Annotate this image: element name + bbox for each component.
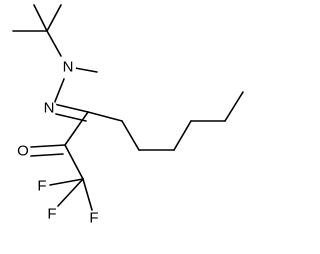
bond-hexyl-6 <box>224 91 244 122</box>
n-methyl-amine-label: N <box>63 59 74 76</box>
bond-tbu-methyl-upper-left <box>33 4 48 32</box>
bond-layer <box>12 4 244 211</box>
atom-label-layer: N N O F F F <box>15 59 101 227</box>
bond-c2-o-outer <box>30 144 66 148</box>
fluorine-bottom-left-halo <box>45 207 59 221</box>
fluorine-left-label: F <box>37 178 46 195</box>
bond-c3-c2 <box>64 111 89 146</box>
bond-hexyl-1 <box>87 111 123 122</box>
bond-c2-o-inner <box>30 153 64 157</box>
skeletal-structure: N N O F F F <box>12 4 244 227</box>
fluorine-left-halo <box>35 179 49 193</box>
n-imine-halo <box>41 100 57 116</box>
n-imine-label: N <box>44 100 55 117</box>
bond-n-n <box>53 78 65 105</box>
fluorine-bottom-right-label: F <box>89 210 98 227</box>
bond-amine-n-methyl <box>74 67 98 73</box>
fluorine-bottom-left-label: F <box>47 206 56 223</box>
bond-imine-n-c-double <box>55 113 87 122</box>
bond-cf3-f-left <box>49 178 84 186</box>
bond-hexyl-4 <box>173 120 192 151</box>
bond-tbu-quaternary-to-n <box>46 30 62 57</box>
carbonyl-oxygen-label: O <box>17 143 29 160</box>
n-methyl-amine-halo <box>60 59 76 75</box>
bond-tbu-methyl-upper-right <box>46 4 62 32</box>
bond-cf3-f-bottom-right <box>82 178 93 211</box>
bond-hexyl-2 <box>121 120 140 151</box>
bond-cf3-f-bottom-left <box>57 178 84 207</box>
carbonyl-oxygen-halo <box>15 143 31 159</box>
fluorine-bottom-right-halo <box>87 211 101 225</box>
molecule-canvas: N N O F F F <box>12 4 244 227</box>
bond-imine-n-c-single <box>53 103 89 113</box>
bond-c2-cf3 <box>64 144 84 180</box>
